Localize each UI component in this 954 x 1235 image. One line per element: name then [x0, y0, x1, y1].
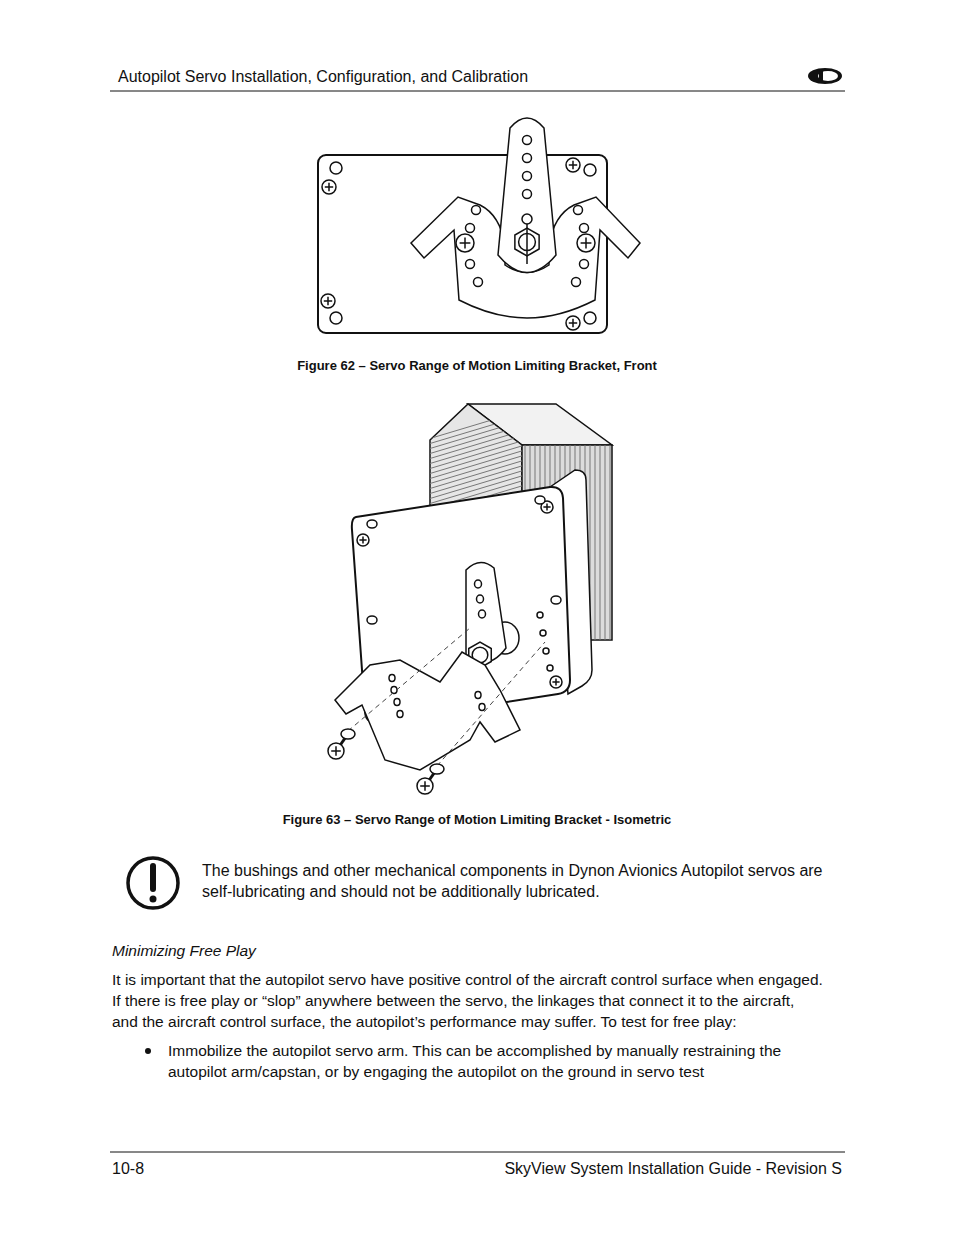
screw-slot — [335, 746, 337, 756]
screw-slot — [555, 678, 557, 685]
plate-screw — [566, 316, 580, 330]
bracket-screw — [417, 778, 433, 794]
bracket-pin-hole — [543, 648, 549, 654]
logo-bar — [819, 69, 823, 83]
washer — [341, 729, 355, 739]
bracket-pin-hole — [547, 665, 553, 671]
warning-circle — [128, 858, 178, 908]
running-header: Autopilot Servo Installation, Configurat… — [118, 66, 798, 87]
lamination — [610, 445, 611, 640]
mount-hole — [584, 164, 596, 176]
bracket-hole — [466, 224, 475, 233]
plate-screw — [321, 294, 335, 308]
mount-hole — [330, 162, 342, 174]
mount-hole — [535, 496, 545, 504]
screw-slot — [585, 238, 587, 249]
figure-caption: Figure 62 – Servo Range of Motion Limiti… — [0, 355, 954, 376]
lamination — [605, 445, 606, 640]
bracket-screw — [328, 743, 344, 759]
bullet-dot — [145, 1048, 151, 1054]
mount-hole — [551, 596, 561, 604]
bracket-screw — [577, 234, 595, 252]
screw-head — [357, 534, 369, 546]
warning-bar — [150, 866, 156, 889]
bracket-hole — [479, 704, 485, 711]
housing-screw — [357, 534, 369, 546]
warning-icon — [128, 858, 178, 908]
cotter-pin — [526, 220, 528, 264]
bracket-hole — [466, 260, 475, 269]
assembly-line — [437, 642, 545, 766]
bullet-item: Immobilize the autopilot servo arm. This… — [168, 1040, 824, 1082]
header-rule — [110, 91, 845, 92]
housing-screw — [550, 676, 562, 688]
assembly-line — [348, 628, 470, 731]
mount-hole — [367, 616, 377, 624]
arm-hole — [475, 580, 482, 588]
screw-head — [550, 676, 562, 688]
section-heading: Minimizing Free Play — [112, 940, 824, 961]
bracket-hole — [574, 206, 583, 215]
mount-hole — [367, 520, 377, 528]
limit-bracket — [335, 652, 520, 770]
footer-title: SkyView System Installation Guide - Revi… — [442, 1158, 842, 1179]
page-number: 10-8 — [112, 1158, 312, 1179]
screw-slot — [464, 238, 466, 249]
screw-head — [577, 234, 595, 252]
servo-isometric-figure — [328, 404, 612, 794]
arm-hole — [477, 595, 484, 603]
screw-slot — [572, 161, 574, 169]
arm-hole — [523, 172, 532, 181]
arm-hole — [523, 136, 532, 145]
bracket-hole — [394, 699, 400, 706]
plate-screw — [322, 180, 336, 194]
screw-head — [328, 743, 344, 759]
body-paragraph: It is important that the autopilot servo… — [112, 969, 824, 1032]
bracket-hole — [580, 224, 589, 233]
figure-caption: Figure 63 – Servo Range of Motion Limiti… — [0, 809, 954, 830]
brand-logo — [808, 68, 842, 84]
screw-slot — [572, 319, 574, 327]
screw-head — [566, 316, 580, 330]
servo-arm — [498, 118, 556, 273]
bracket-hole — [475, 692, 481, 699]
lamination — [595, 445, 596, 640]
bracket-hole — [389, 675, 395, 682]
bracket-screw — [456, 234, 474, 252]
arm-hole — [523, 190, 532, 199]
cotter-ring — [522, 214, 532, 224]
washer — [430, 764, 444, 774]
warning-dot — [150, 896, 157, 903]
footer-rule — [110, 1152, 845, 1153]
arm-hole — [479, 610, 486, 618]
screw-head — [322, 180, 336, 194]
bracket-pin-hole — [540, 630, 546, 636]
mount-hole — [330, 312, 342, 324]
screw-head — [321, 294, 335, 308]
plate-screw — [566, 158, 580, 172]
screw-head — [566, 158, 580, 172]
mount-hole — [584, 312, 596, 324]
bracket-hole — [572, 278, 581, 287]
screw-slot — [328, 183, 330, 191]
screw-head — [456, 234, 474, 252]
bracket-hole — [580, 260, 589, 269]
servo-front-figure — [318, 118, 640, 333]
logo-outer — [808, 68, 842, 84]
bracket-hole — [474, 278, 483, 287]
screw-slot — [424, 781, 426, 791]
screw-head — [417, 778, 433, 794]
lamination — [600, 445, 601, 640]
screw-slot — [362, 536, 364, 543]
screw-slot — [546, 503, 548, 510]
bracket-hole — [472, 206, 481, 215]
warning-note: The bushings and other mechanical compon… — [202, 860, 832, 902]
bracket-pin-hole — [537, 612, 543, 618]
arm-hole — [523, 154, 532, 163]
screw-slot — [327, 297, 329, 305]
bracket-hole — [397, 711, 403, 718]
